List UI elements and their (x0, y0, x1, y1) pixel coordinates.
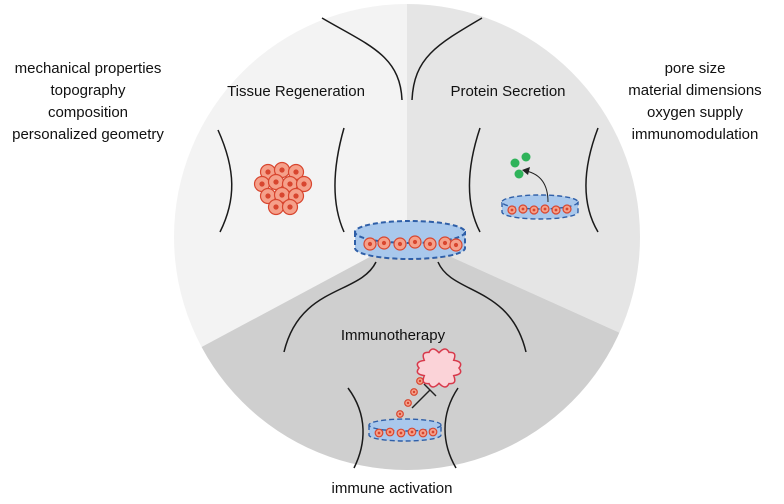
cell-nucleus (442, 240, 448, 246)
cell-nucleus (412, 390, 416, 394)
cell-nucleus (301, 181, 307, 187)
secreted-proteins (510, 152, 531, 179)
cell-nucleus (397, 241, 403, 247)
protein-dot (514, 169, 524, 179)
torso-outline-left (468, 127, 481, 233)
released-immune-cells (396, 377, 424, 418)
torso-outline-left (347, 387, 364, 469)
property-item: topography (50, 82, 126, 99)
arrowhead-icon (522, 167, 530, 175)
cell-nucleus (377, 431, 381, 435)
cell-nucleus (279, 167, 285, 173)
cell-nucleus (421, 431, 425, 435)
scaffold-properties-list-left: mechanical properties topography composi… (0, 58, 176, 146)
scaffold-properties-list-right: pore size material dimensions oxygen sup… (606, 58, 784, 146)
property-item: oxygen supply (647, 104, 743, 121)
central-scaffold (354, 220, 466, 260)
immunotherapy-label: Immunotherapy (341, 327, 446, 344)
protein-secretion-label: Protein Secretion (450, 83, 565, 100)
cell-nucleus (412, 239, 418, 245)
tumor-icon (416, 348, 462, 388)
cell-nucleus (293, 169, 299, 175)
cell-nucleus (265, 193, 271, 199)
immune-activation-label: immune activation (331, 480, 453, 497)
property-item: mechanical properties (14, 60, 162, 77)
cell-nucleus (287, 181, 293, 187)
cell-nucleus (543, 207, 547, 211)
cell-nucleus (367, 241, 373, 247)
shoulder-outline-right (437, 261, 527, 353)
cell-nucleus (554, 208, 558, 212)
cell-nucleus (510, 208, 514, 212)
neck-outline-left (321, 17, 403, 101)
torso-outline-left (217, 129, 233, 233)
cell-nucleus (427, 241, 433, 247)
torso-outline-right (585, 127, 599, 233)
cell-nucleus (431, 430, 435, 434)
body-outlines (217, 17, 599, 469)
cell-nucleus (293, 193, 299, 199)
protein-secretion-scaffold (501, 194, 579, 220)
cell-nucleus (273, 179, 279, 185)
property-item: personalized geometry (12, 126, 164, 143)
cell-cluster (253, 161, 313, 216)
property-item: composition (47, 104, 129, 121)
neck-outline-right (411, 17, 483, 101)
cell-nucleus (532, 208, 536, 212)
immunotherapy-scaffold (368, 418, 442, 442)
secretion-arrow-icon (525, 170, 549, 203)
cell-nucleus (265, 169, 271, 175)
cell-nucleus (521, 207, 525, 211)
shoulder-outline-left (283, 261, 377, 353)
cell-nucleus (399, 431, 403, 435)
cell-nucleus (273, 204, 279, 210)
cell-nucleus (418, 379, 422, 383)
cell-nucleus (453, 242, 459, 248)
inhibition-icon (411, 383, 437, 409)
cell-nucleus (381, 240, 387, 246)
torso-outline-right (334, 127, 345, 233)
cell-nucleus (388, 430, 392, 434)
cell-nucleus (398, 412, 402, 416)
torso-outline-right (444, 387, 459, 469)
tissue-regeneration-label: Tissue Regeneration (227, 83, 365, 100)
cell-nucleus (410, 430, 414, 434)
cell-nucleus (565, 207, 569, 211)
cell-nucleus (287, 204, 293, 210)
cell-nucleus (279, 192, 285, 198)
protein-dot (510, 158, 520, 168)
protein-dot (521, 152, 531, 162)
property-item: material dimensions (628, 82, 762, 99)
property-item: immunomodulation (631, 126, 759, 143)
cell-nucleus (406, 401, 410, 405)
scaffold-top (368, 418, 442, 432)
cell-nucleus (259, 181, 265, 187)
property-item: pore size (664, 60, 726, 77)
